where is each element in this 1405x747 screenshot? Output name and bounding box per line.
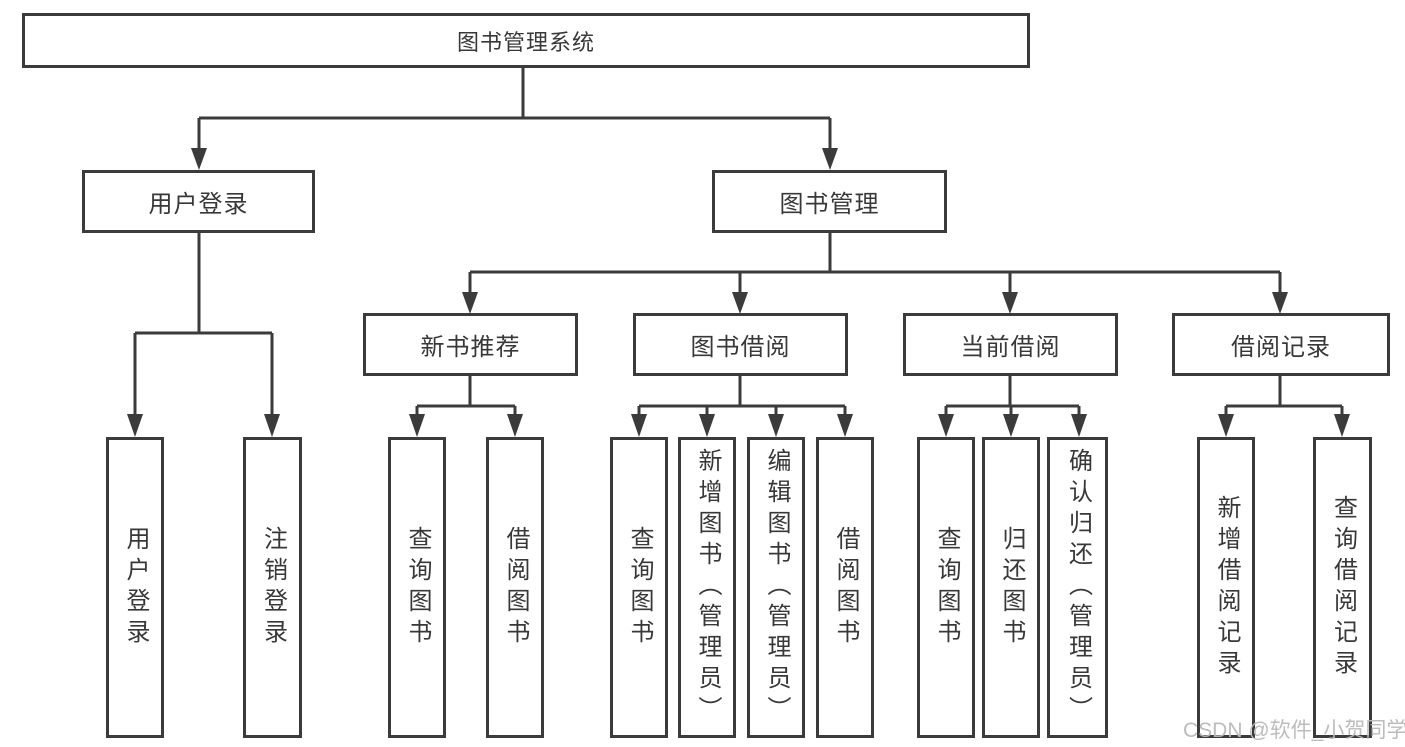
leaf-add-borrow-record: 新增借阅记录	[1197, 437, 1255, 738]
node-new-book-recommend: 新书推荐	[363, 313, 578, 376]
node-borrow-record: 借阅记录	[1172, 313, 1390, 376]
connector-borrow-record-children	[1218, 376, 1350, 437]
node-book-borrow: 图书借阅	[633, 313, 848, 376]
connector-book-management-children	[462, 233, 1288, 314]
leaf-query-borrow-record: 查询借阅记录	[1313, 437, 1372, 738]
connector-current-borrow-children	[938, 376, 1087, 437]
csdn-watermark: CSDN @软件_小贺同学	[1183, 719, 1405, 742]
leaf-add-books-admin: 新增图书（管理员）	[678, 437, 736, 738]
node-root-system: 图书管理系统	[22, 13, 1030, 68]
leaf-borrow-books: 借阅图书	[816, 437, 874, 738]
leaf-query-books-recommend: 查询图书	[388, 437, 446, 738]
leaf-confirm-return-admin: 确认归还（管理员）	[1047, 437, 1108, 738]
leaf-query-books-current: 查询图书	[917, 437, 975, 738]
node-current-borrow: 当前借阅	[903, 313, 1118, 376]
connector-user-login-children	[127, 233, 280, 437]
leaf-user-login: 用户登录	[106, 437, 164, 738]
node-user-login: 用户登录	[82, 170, 315, 233]
leaf-edit-books-admin: 编辑图书（管理员）	[747, 437, 805, 738]
connector-root-to-level2	[191, 68, 838, 170]
leaf-return-books: 归还图书	[982, 437, 1040, 738]
leaf-borrow-books-recommend: 借阅图书	[486, 437, 544, 738]
leaf-query-books-borrow: 查询图书	[610, 437, 668, 738]
node-book-management: 图书管理	[712, 170, 947, 233]
connector-book-borrow-children	[631, 376, 853, 437]
connector-new-book-recommend-children	[409, 376, 523, 437]
leaf-logout: 注销登录	[243, 437, 302, 738]
